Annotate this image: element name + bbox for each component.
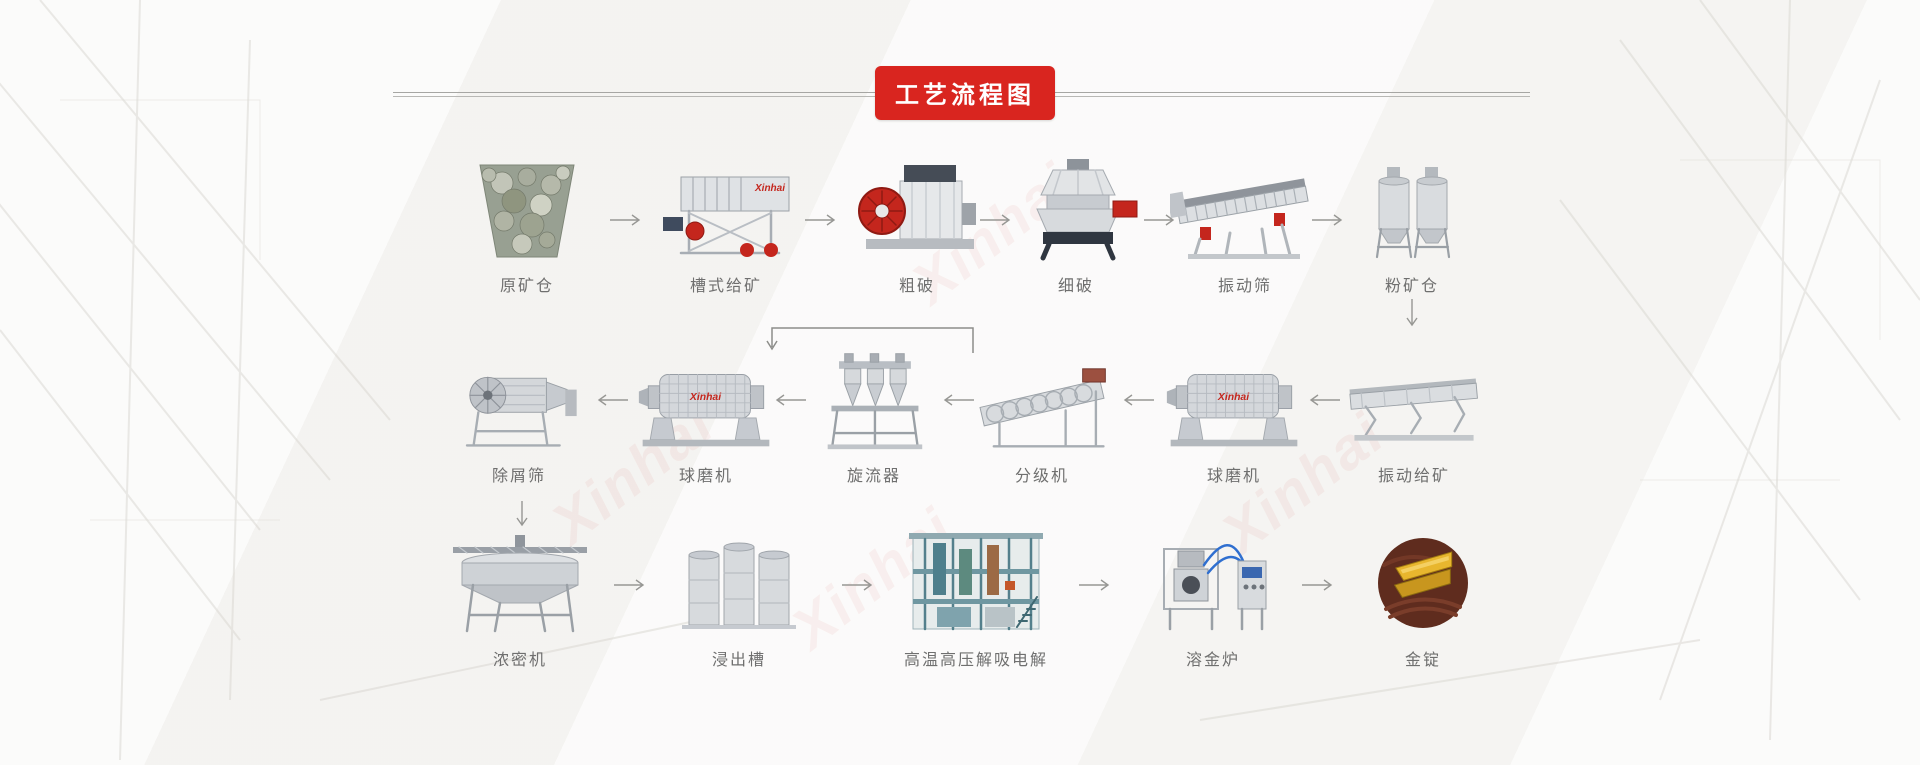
vibrating-feeder-photo: [1349, 378, 1478, 441]
flow-item-gold-melting-furnace: 溶金炉: [1138, 524, 1288, 670]
trough-feeder-photo: Xinhai: [663, 176, 790, 257]
flow-arrow-right: [1144, 214, 1175, 226]
flow-arrow-down: [516, 501, 528, 527]
thickener-photo: [453, 535, 587, 633]
page-title: 工艺流程图: [875, 66, 1055, 120]
gold-melting-furnace-photo: [1163, 544, 1267, 631]
spiral-classifier-photo: [979, 368, 1106, 448]
flow-item-hydrocyclone: 旋流器: [799, 348, 949, 486]
machine-label: 粉矿仓: [1384, 278, 1439, 295]
machine-label: 溶金炉: [1185, 652, 1240, 669]
ball-mill-photo: Xinhai: [638, 374, 770, 447]
flow-item-raw-ore-bin: 原矿仓: [452, 150, 602, 296]
machine-label: 高温高压解吸电解: [903, 652, 1048, 669]
machine-label: 槽式给矿: [689, 278, 762, 295]
machine-label: 除屑筛: [491, 468, 546, 485]
gold-ingot-photo: [1378, 538, 1468, 628]
svg-text:Xinhai: Xinhai: [1217, 392, 1250, 403]
machine-label: 旋流器: [846, 468, 901, 485]
flow-item-jaw-crusher: 粗破: [842, 150, 992, 296]
vibrating-screen-photo: [1170, 178, 1309, 259]
flow-item-ball-mill: Xinhai 球磨机: [631, 348, 781, 486]
flow-arrow-left: [1309, 394, 1340, 406]
flow-item-vibrating-feeder: 振动给矿: [1339, 348, 1489, 486]
flow-arrow-left: [597, 394, 628, 406]
flow-item-trash-screen: 除屑筛: [444, 348, 594, 486]
flow-item-trough-feeder: Xinhai 槽式给矿: [651, 150, 801, 296]
flow-item-spiral-classifier: 分级机: [967, 348, 1117, 486]
flow-item-leaching-tank: 浸出槽: [664, 524, 814, 670]
elbow-connector-arrow-down: [766, 327, 974, 353]
machine-label: 浸出槽: [711, 652, 766, 669]
ball-mill-photo: Xinhai: [1166, 374, 1298, 447]
leaching-tank-photo: [682, 542, 796, 629]
flow-arrow-left: [943, 394, 974, 406]
flow-item-thickener: 浓密机: [445, 524, 595, 670]
machine-label: 振动给矿: [1377, 468, 1450, 485]
flow-item-powder-ore-silo: 粉矿仓: [1337, 150, 1487, 296]
flow-arrow-down: [1406, 299, 1418, 327]
raw-ore-bin-photo: [479, 164, 575, 258]
flow-item-ball-mill: Xinhai 球磨机: [1159, 348, 1309, 486]
cone-crusher-photo: [1036, 159, 1138, 261]
machine-label: 浓密机: [492, 652, 547, 669]
machine-label: 细破: [1057, 278, 1094, 295]
machine-label: 振动筛: [1217, 278, 1272, 295]
desorption-electrolysis-photo: [909, 533, 1043, 631]
flow-item-cone-crusher: 细破: [1001, 150, 1151, 296]
flow-arrow-right: [1312, 214, 1343, 226]
trash-screen-photo: [465, 376, 577, 447]
flow-arrow-right: [842, 579, 873, 591]
machine-label: 粗破: [898, 278, 935, 295]
hydrocyclone-photo: [827, 353, 923, 450]
machine-label: 分级机: [1014, 468, 1069, 485]
machine-label: 球磨机: [678, 468, 733, 485]
machine-label: 球磨机: [1206, 468, 1261, 485]
jaw-crusher-photo: [858, 165, 976, 249]
machine-label: 原矿仓: [499, 278, 554, 295]
flow-arrow-right: [1302, 579, 1333, 591]
flow-arrow-right: [614, 579, 645, 591]
svg-text:Xinhai: Xinhai: [754, 183, 785, 194]
flow-arrow-left: [1123, 394, 1154, 406]
flow-arrow-right: [980, 214, 1011, 226]
svg-text:Xinhai: Xinhai: [689, 392, 722, 403]
flow-arrow-right: [610, 214, 641, 226]
flow-item-desorption-electrolysis: 高温高压解吸电解: [901, 524, 1051, 670]
flow-arrow-right: [805, 214, 836, 226]
flow-arrow-right: [1079, 579, 1110, 591]
flow-arrow-left: [775, 394, 806, 406]
machine-label: 金锭: [1404, 652, 1441, 669]
flow-item-vibrating-screen: 振动筛: [1170, 150, 1320, 296]
flow-item-gold-ingot: 金锭: [1348, 524, 1498, 670]
powder-ore-silo-photo: [1375, 167, 1451, 259]
